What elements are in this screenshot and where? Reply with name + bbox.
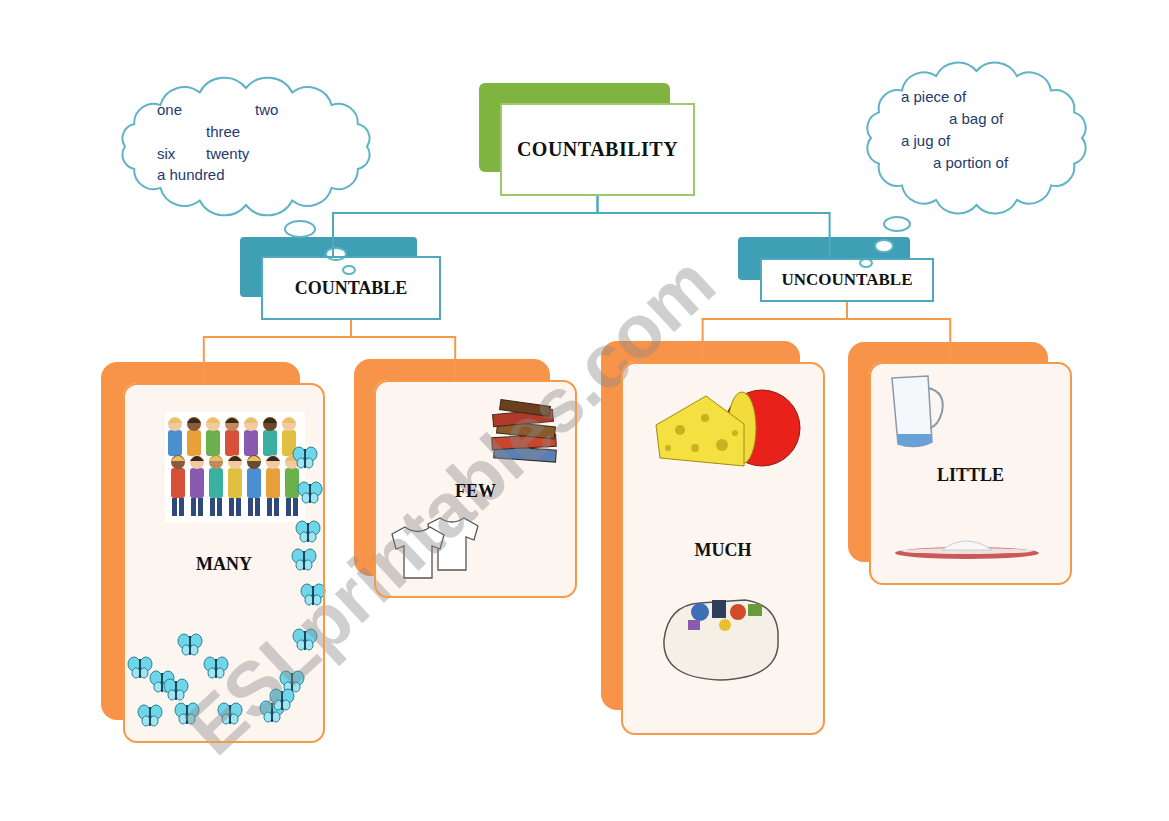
cheese-illustration [656,390,800,466]
quantifier-word: FEW [455,481,496,501]
quantifier-word: LITTLE [937,465,1004,485]
label-holder: LITTLE [871,465,1070,486]
label-holder: MUCH [623,540,823,561]
word-holder: a portion of [933,154,1008,172]
cloud-word: twenty [206,145,249,162]
quantifier-word: MUCH [695,540,752,560]
label-holder: MANY [125,554,323,575]
category-box: COUNTABLE [261,256,441,320]
word-holder: a hundred [157,166,225,184]
word-holder: twenty [206,145,249,163]
label-holder: FEW [376,481,575,502]
category-box: UNCOUNTABLE [760,258,934,302]
tree-connector [351,320,455,380]
quantifier-word: MANY [196,554,252,574]
cloud-word: a hundred [157,166,225,183]
word-holder: a piece of [901,88,966,106]
cloud-word: two [255,101,278,118]
quantifier-box: MANY [123,383,325,743]
cloud-word: one [157,101,182,118]
tree-connector [598,196,830,258]
word-holder: one [157,101,182,119]
tree-connector [204,320,351,383]
title-box: COUNTABILITY [500,103,695,196]
box-heading: COUNTABILITY [517,138,678,161]
word-holder: six [157,145,175,163]
word-holder: three [206,123,240,141]
bag-illustration [664,600,778,680]
cloud-word: a portion of [933,154,1008,171]
word-holder: two [255,101,278,119]
cloud-word: six [157,145,175,162]
thought-cloud: a piece of a bag of a jug of a portion of [858,58,1095,218]
quantifier-box: FEW [374,380,577,598]
tree-connector [333,196,598,256]
cloud-word: a jug of [901,132,950,149]
thought-bubbles [285,217,910,274]
jug-illustration [892,376,943,447]
box-heading: COUNTABLE [295,278,408,299]
cloud-word: three [206,123,240,140]
tree-connector [847,302,950,362]
cloud-word: a bag of [949,110,1003,127]
box-heading: UNCOUNTABLE [782,270,913,290]
plate-illustration [895,541,1039,559]
quantifier-box: LITTLE [869,362,1072,585]
word-holder: a bag of [949,110,1003,128]
word-holder: a jug of [901,132,950,150]
cloud-outline [858,58,1095,218]
tree-connector [703,302,847,362]
people-illustration [165,412,305,522]
quantifier-box: MUCH [621,362,825,735]
thought-cloud: one two three six twenty a hundred [112,75,380,218]
cloud-word: a piece of [901,88,966,105]
